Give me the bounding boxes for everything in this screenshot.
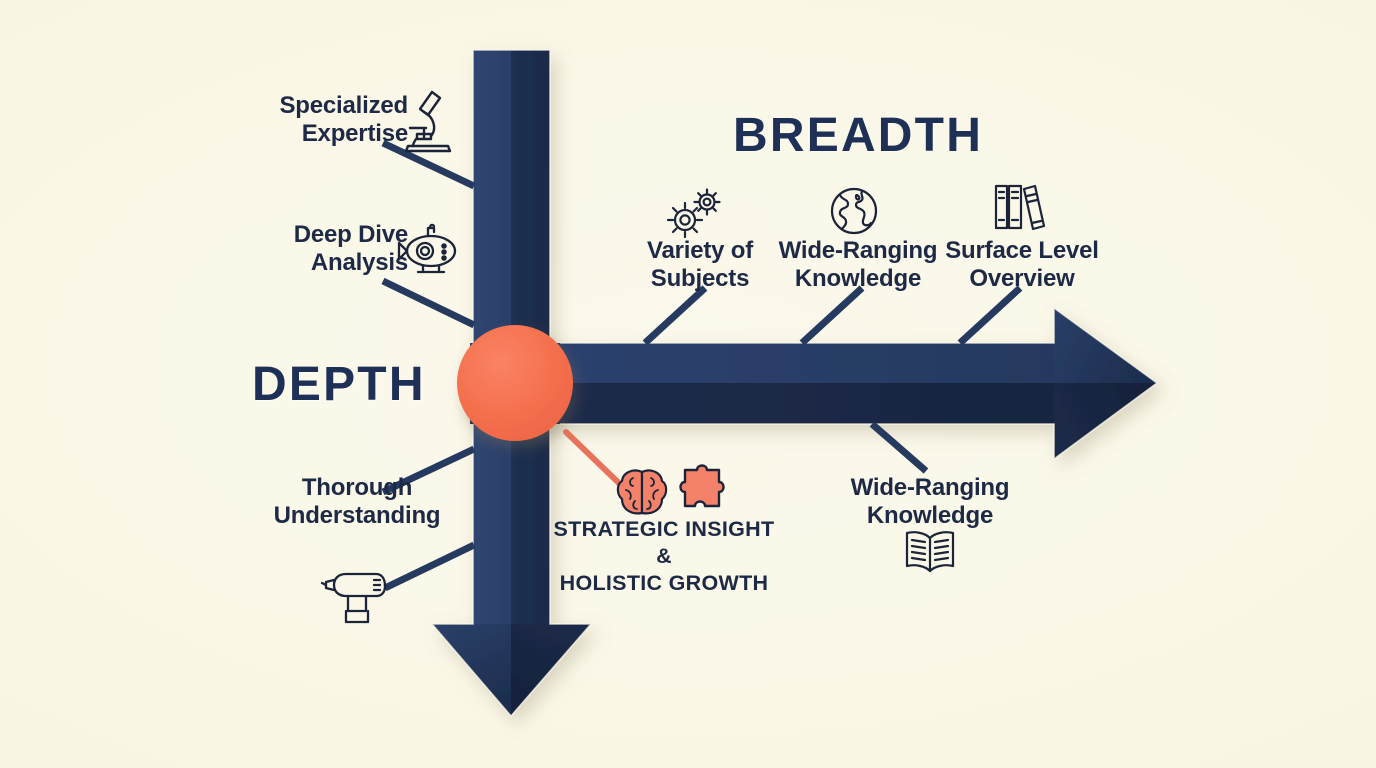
microscope-icon: [404, 90, 452, 153]
connector-lines-depth: [381, 139, 476, 592]
gears-icon: [666, 188, 721, 239]
connector-thorough-understanding: [381, 445, 476, 496]
connector-center-to-insight: [563, 429, 627, 491]
connector-wide-ranging-knowledge-top: [799, 285, 865, 346]
globe-icon: [830, 187, 878, 235]
brain-icon: [616, 469, 668, 515]
connector-wide-ranging-knowledge-bottom: [869, 421, 929, 474]
submarine-icon: [397, 223, 457, 274]
connector-lines-breadth: [642, 285, 1023, 474]
puzzle-piece-icon: [679, 464, 725, 508]
connector-deep-dive: [381, 277, 476, 329]
center-node-circle[interactable]: [457, 325, 573, 441]
heading-depth: DEPTH: [252, 358, 426, 411]
heading-breadth: BREADTH: [733, 109, 984, 162]
arrow-breadth-horizontal: [470, 306, 1159, 461]
open-book-icon: [905, 531, 955, 573]
connector-drill: [383, 541, 476, 592]
connector-surface-level-overview: [957, 285, 1023, 346]
drill-icon: [320, 572, 387, 624]
center-node-caption: STRATEGIC INSIGHT & HOLISTIC GROWTH: [553, 517, 775, 595]
books-icon: [994, 184, 1046, 231]
connector-variety-of-subjects: [642, 285, 708, 346]
connector-specialized-expertise: [381, 139, 476, 190]
